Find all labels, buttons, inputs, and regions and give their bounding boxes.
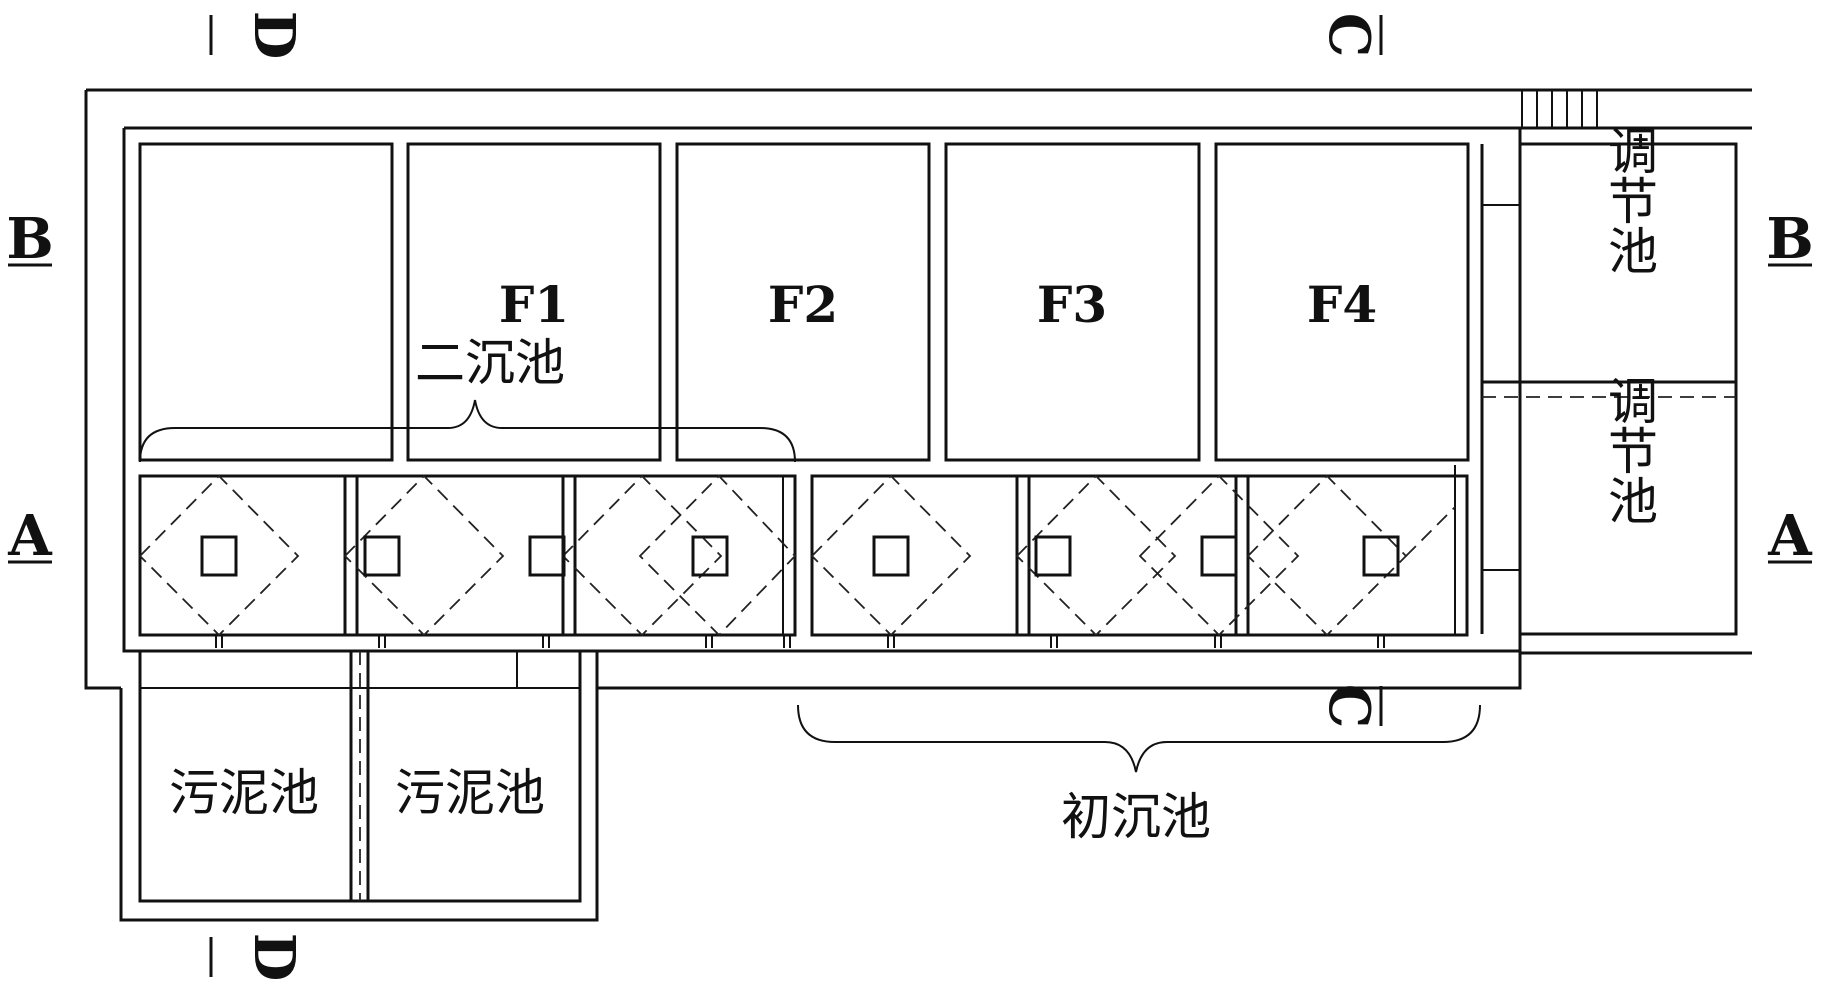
sludge-tank-label-left: 污泥池 <box>169 764 319 822</box>
sludge-tanks <box>138 649 582 903</box>
equalization-tank-label-lower: 调节池 <box>1600 375 1658 525</box>
section-mark-c-top: C <box>1316 13 1382 58</box>
braces <box>139 399 1481 773</box>
tank-label-f4: F4 <box>1307 275 1377 334</box>
primary-clarifier-label: 初沉池 <box>1061 788 1211 846</box>
inner-wall <box>122 126 1752 653</box>
clarifier-hoppers <box>138 474 1456 637</box>
section-mark-d-bottom: D <box>241 933 307 982</box>
stair-hatch <box>1521 90 1598 128</box>
tank-label-f3: F3 <box>1037 275 1107 334</box>
section-marks <box>8 15 1812 977</box>
outer-wall <box>84 88 1752 922</box>
tank-label-f1: F1 <box>499 275 569 334</box>
pipe-marks <box>215 636 1385 648</box>
section-mark-a-right: A <box>1767 503 1813 569</box>
equalization-tank <box>1480 142 1738 636</box>
equalization-tank-label-upper: 调节池 <box>1600 125 1658 275</box>
sludge-tank-label-right: 污泥池 <box>395 764 545 822</box>
clarifier-strip <box>138 465 1469 637</box>
top-tanks <box>138 142 1470 462</box>
section-mark-c-bottom: C <box>1316 684 1382 729</box>
tank-label-f2: F2 <box>768 275 838 334</box>
section-mark-b-left: B <box>6 206 53 272</box>
section-mark-a-left: A <box>7 503 53 569</box>
section-mark-d-top: D <box>241 11 307 60</box>
secondary-clarifier-label: 二沉池 <box>415 334 565 392</box>
section-mark-b-right: B <box>1766 206 1813 272</box>
